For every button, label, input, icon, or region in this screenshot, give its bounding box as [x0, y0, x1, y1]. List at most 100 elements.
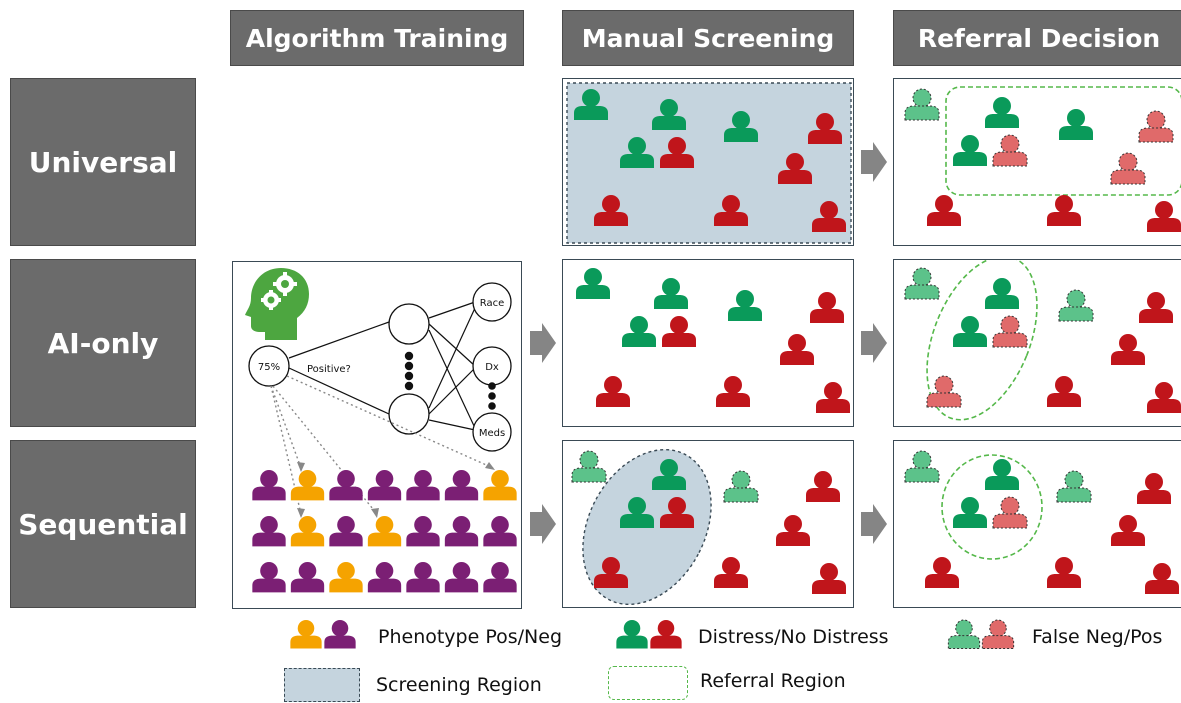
person-phenotype-negative	[444, 470, 479, 501]
header-referral-decision: Referral Decision	[893, 10, 1181, 66]
person-distress	[985, 97, 1019, 128]
person-no-distress	[1047, 376, 1081, 407]
panel-sequential-screening	[562, 440, 854, 608]
person-phenotype-positive	[483, 470, 517, 501]
person-no-distress	[714, 557, 748, 588]
person-no-distress	[1047, 557, 1081, 588]
person-no-distress	[1139, 292, 1173, 323]
screening-region-swatch	[284, 668, 360, 702]
universal-referral-figure	[904, 86, 1181, 232]
person-phenotype-negative	[406, 562, 440, 593]
row-label-universal: Universal	[10, 78, 196, 246]
person-distress	[574, 89, 608, 120]
person-phenotype-negative	[444, 562, 479, 593]
person-distress	[953, 135, 987, 166]
person-distress	[620, 497, 654, 528]
legend-screening-region-label: Screening Region	[376, 674, 542, 696]
probability-label: 75%	[258, 362, 280, 373]
person-phenotype-negative	[367, 562, 402, 593]
person-no-distress	[806, 471, 840, 502]
person-phenotype-negative	[406, 516, 440, 547]
person-no-distress	[1147, 201, 1181, 232]
person-false-positive	[926, 375, 962, 408]
person-distress	[654, 278, 688, 309]
person-no-distress	[1145, 563, 1179, 594]
person-no-distress	[716, 376, 750, 407]
person-false-positive	[992, 496, 1028, 529]
person-no-distress	[596, 376, 630, 407]
person-distress	[620, 137, 654, 168]
header-algorithm-training: Algorithm Training	[230, 10, 524, 66]
person-distress	[576, 268, 610, 299]
arrow-right-icon	[530, 323, 556, 363]
person-no-distress	[812, 201, 846, 232]
person-phenotype-positive	[290, 470, 325, 501]
person-phenotype-negative	[367, 470, 402, 501]
algorithm-diagram: 75% Positive? Race Dx Meds	[245, 268, 517, 593]
person-distress	[985, 459, 1019, 490]
person-phenotype-positive	[367, 516, 402, 547]
header-label: Manual Screening	[581, 23, 835, 53]
person-false-positive	[981, 619, 1015, 650]
person-phenotype-positive	[290, 516, 325, 547]
person-no-distress	[594, 195, 628, 226]
phenotype-crowd	[252, 470, 517, 593]
input-node	[472, 412, 512, 452]
row-label-ai-only: AI-only	[10, 259, 196, 427]
person-no-distress	[660, 137, 694, 168]
person-no-distress	[1111, 334, 1145, 365]
person-no-distress	[594, 557, 628, 588]
person-false-negative	[904, 88, 940, 121]
person-phenotype-negative	[483, 562, 517, 593]
person-no-distress	[1047, 195, 1081, 226]
legend-false-label: False Neg/Pos	[1032, 626, 1163, 648]
sequential-screening-figure	[571, 448, 846, 606]
person-false-negative	[1058, 289, 1094, 322]
person-false-negative	[904, 267, 940, 300]
person-distress	[985, 278, 1019, 309]
person-distress	[652, 459, 686, 490]
arrow-right-icon	[861, 323, 887, 363]
referral-region	[941, 454, 1043, 560]
person-no-distress	[714, 195, 748, 226]
person-phenotype-negative	[406, 470, 440, 501]
person-distress	[652, 99, 686, 130]
person-distress	[724, 111, 758, 142]
arrow-right-icon	[861, 142, 887, 182]
person-no-distress	[927, 195, 961, 226]
person-no-distress	[816, 382, 850, 413]
referral-region	[926, 260, 1038, 421]
row-label-text: AI-only	[47, 326, 159, 360]
person-phenotype-negative	[329, 470, 363, 501]
person-false-negative	[947, 619, 981, 650]
phenotype-legend-icon	[290, 620, 356, 649]
person-no-distress	[660, 497, 694, 528]
person-phenotype-negative	[252, 516, 286, 547]
distress-legend-icon	[616, 620, 682, 649]
person-phenotype-negative	[324, 620, 356, 649]
arrow-right-icon	[861, 504, 887, 544]
person-phenotype-negative	[483, 516, 517, 547]
person-no-distress	[778, 153, 812, 184]
panel-ai-referral	[893, 259, 1181, 427]
person-no-distress	[1147, 382, 1181, 413]
referral-region-swatch	[608, 666, 688, 700]
person-no-distress	[780, 334, 814, 365]
person-phenotype-negative	[444, 516, 479, 547]
panel-sequential-referral	[893, 440, 1181, 608]
person-no-distress	[650, 620, 682, 649]
person-no-distress	[662, 316, 696, 347]
feature-label: Dx	[485, 362, 499, 373]
person-no-distress	[812, 563, 846, 594]
ai-screening-figure	[576, 268, 850, 413]
person-no-distress	[1137, 473, 1171, 504]
input-node	[472, 282, 512, 322]
row-label-text: Universal	[28, 145, 178, 179]
sequential-referral-figure	[904, 450, 1179, 594]
header-label: Algorithm Training	[245, 23, 509, 53]
person-false-negative	[1056, 470, 1092, 503]
person-false-negative	[723, 470, 759, 503]
legend-referral-region-label: Referral Region	[700, 670, 846, 692]
panel-universal-referral	[893, 78, 1181, 246]
brain-gears-icon	[245, 268, 309, 340]
